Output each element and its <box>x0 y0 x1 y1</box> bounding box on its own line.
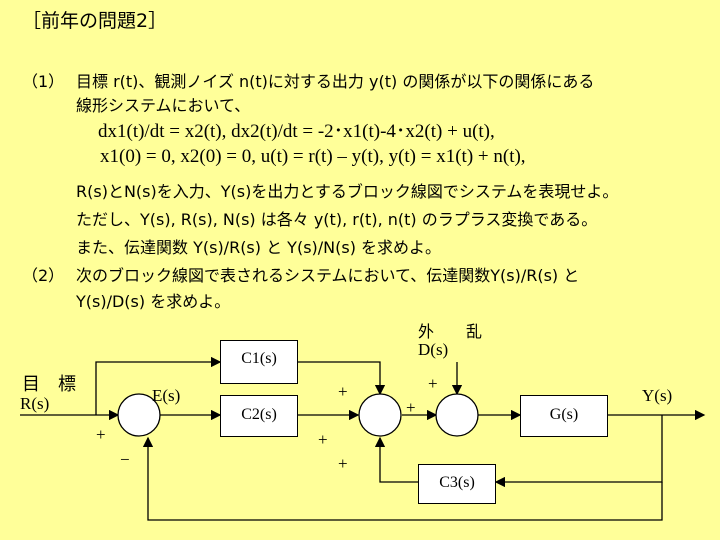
output-signal: Y(s) <box>642 386 673 405</box>
wire-outer-feedback <box>142 436 663 521</box>
q1-equation1: dx1(t)/dt = x2(t), dx2(t)/dt = -2･x1(t)-… <box>98 121 495 142</box>
sign-plus-c1: + <box>338 382 348 401</box>
sign-plus-main: + <box>406 398 416 417</box>
sign-plus-disturbance: + <box>428 374 438 393</box>
sign-plus-c3: + <box>338 454 348 473</box>
block-c2: C2(s) <box>220 395 298 437</box>
sign-minus-feedback: − <box>120 450 130 469</box>
q1-line4: ただし、Y(s), R(s), N(s) は各々 y(t), r(t), n(t… <box>76 210 598 229</box>
disturbance-label: 外 乱 <box>418 322 483 341</box>
q2-line2: Y(s)/D(s) を求めよ。 <box>76 292 231 311</box>
q1-equation2: x1(0) = 0, x2(0) = 0, u(t) = r(t) – y(t)… <box>100 146 526 167</box>
q1-line3: R(s)とN(s)を入力、Y(s)を出力とするブロック線図でシステムを表現せよ。 <box>76 182 619 201</box>
summing-junction-1 <box>117 393 161 437</box>
page-title: ［前年の問題2］ <box>22 10 168 32</box>
block-c3: C3(s) <box>418 464 496 504</box>
wire-c3-out <box>374 436 418 483</box>
summing-junction-3 <box>435 393 479 437</box>
disturbance-signal: D(s) <box>418 340 449 359</box>
wire-c1-out <box>298 361 386 396</box>
block-g: G(s) <box>520 395 608 437</box>
summing-junction-2 <box>358 393 402 437</box>
sign-plus-c2: + <box>318 430 328 449</box>
q1-number: （1） <box>22 72 65 91</box>
error-signal: E(s) <box>152 386 181 405</box>
q2-number: （2） <box>22 266 65 285</box>
q2-line1: 次のブロック線図で表されるシステムにおいて、伝達関数Y(s)/R(s) と <box>76 266 580 285</box>
q1-line1: 目標 r(t)、観測ノイズ n(t)に対する出力 y(t) の関係が以下の関係に… <box>76 72 595 91</box>
wire-to-c1 <box>95 356 222 415</box>
target-label: 目 標 <box>22 374 76 395</box>
q1-line5: また、伝達関数 Y(s)/R(s) と Y(s)/N(s) を求めよ。 <box>76 238 442 257</box>
block-c1: C1(s) <box>220 340 298 384</box>
q1-line2: 線形システムにおいて、 <box>76 96 251 115</box>
target-signal: R(s) <box>20 394 50 413</box>
sign-plus-r: + <box>96 425 106 444</box>
